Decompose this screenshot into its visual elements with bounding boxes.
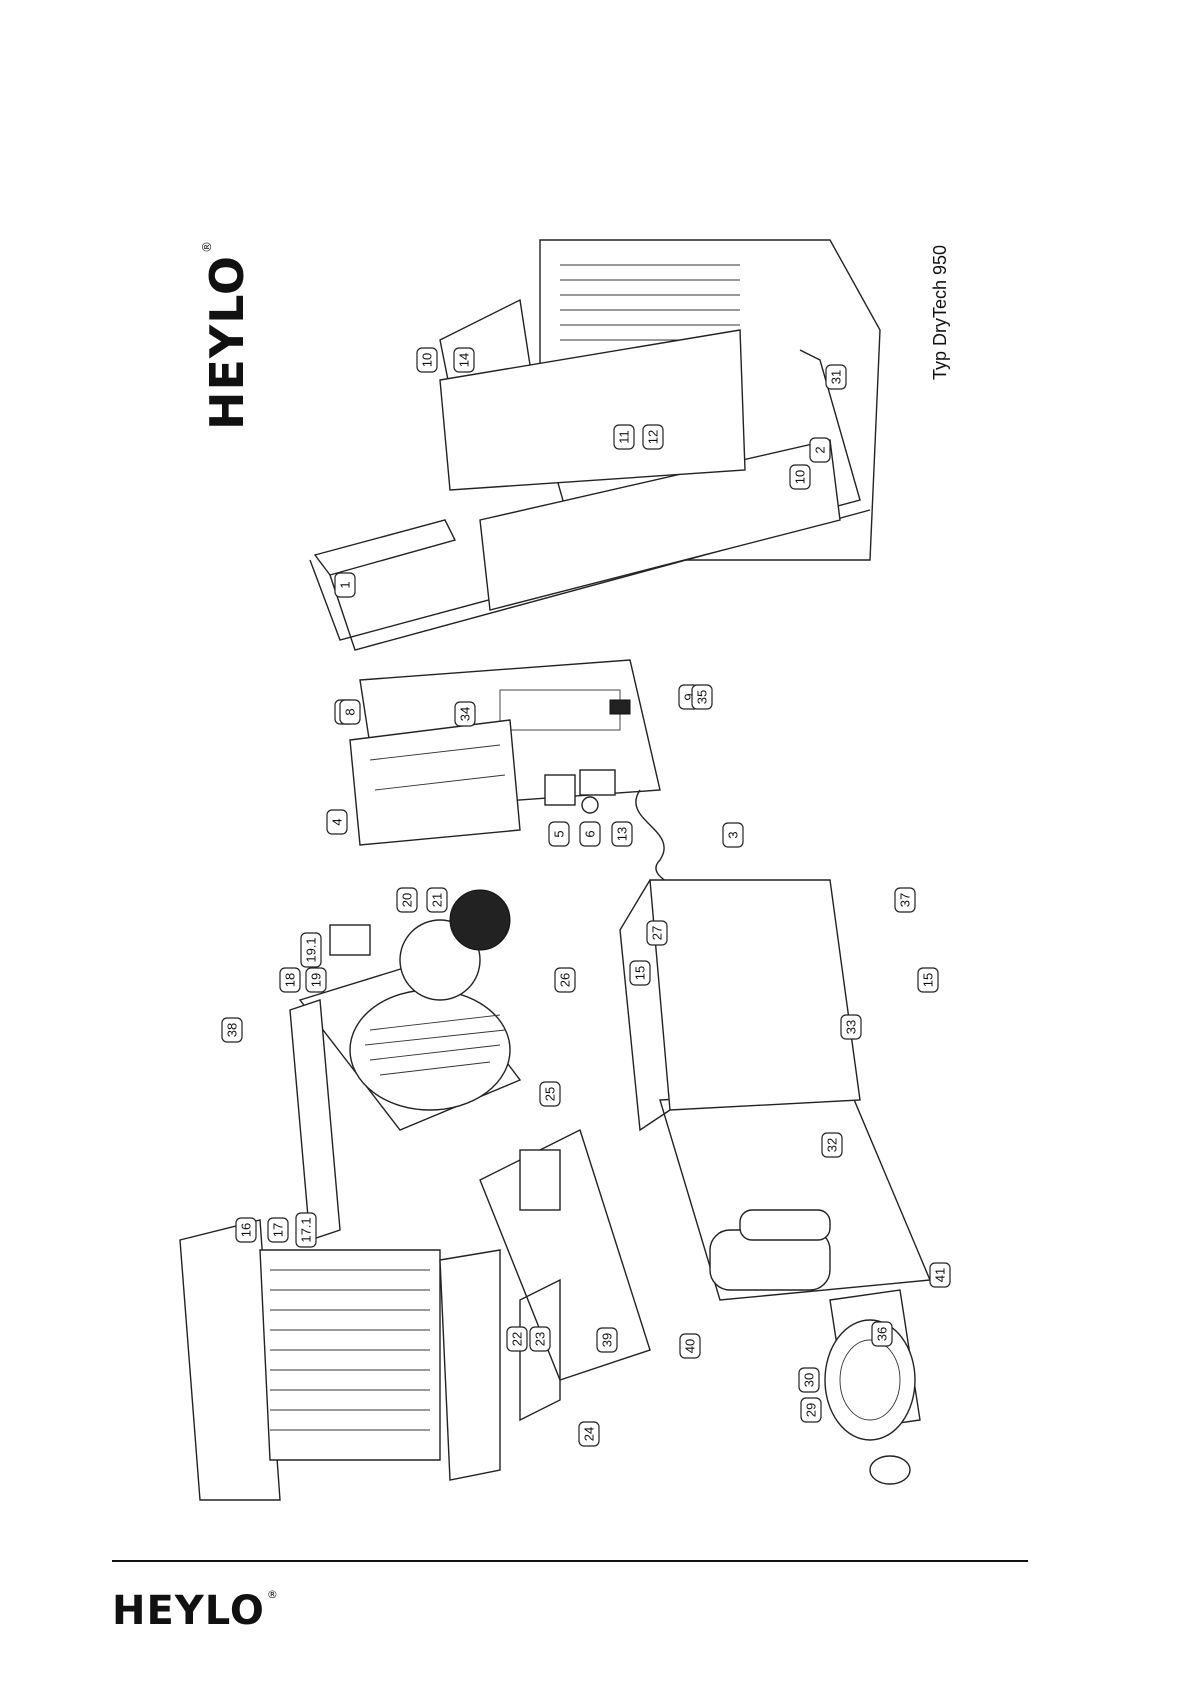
callout-34: 34: [455, 702, 475, 726]
callout-31: 31: [826, 365, 846, 389]
callout-number: 38: [225, 1023, 240, 1037]
water-tank: [620, 880, 860, 1130]
callout-15: 15: [918, 968, 938, 992]
callout-17: 17: [268, 1218, 288, 1242]
callout-number: 22: [510, 1332, 525, 1346]
callout-number: 32: [825, 1138, 840, 1152]
callout-number: 3: [726, 831, 741, 838]
callout-number: 21: [430, 893, 445, 907]
callout-12: 12: [643, 425, 663, 449]
callout-17-1: 17.1: [296, 1213, 316, 1247]
callout-41: 41: [930, 1263, 950, 1287]
callout-19-1: 19.1: [301, 933, 321, 967]
callout-32: 32: [822, 1133, 842, 1157]
callout-33: 33: [841, 1015, 861, 1039]
callout-number: 10: [420, 353, 435, 367]
callout-number: 36: [875, 1327, 890, 1341]
callout-number: 15: [921, 973, 936, 987]
callout-14: 14: [454, 348, 474, 372]
callout-number: 25: [543, 1087, 558, 1101]
callout-8: 8: [340, 700, 360, 724]
callout-21: 21: [427, 888, 447, 912]
callout-number: 35: [695, 690, 710, 704]
callout-number: 26: [558, 973, 573, 987]
callout-19: 19: [306, 968, 326, 992]
callout-26: 26: [555, 968, 575, 992]
callout-number: 17.1: [299, 1217, 314, 1242]
callout-35: 35: [692, 685, 712, 709]
callout-10: 10: [790, 465, 810, 489]
callout-number: 23: [533, 1332, 548, 1346]
callout-13: 13: [612, 822, 632, 846]
control-panel: [350, 660, 691, 910]
callout-40: 40: [680, 1334, 700, 1358]
callout-39: 39: [597, 1328, 617, 1352]
callout-30: 30: [799, 1368, 819, 1392]
callout-number: 30: [802, 1373, 817, 1387]
callout-number: 27: [650, 926, 665, 940]
base-plate-upper: [480, 1130, 650, 1420]
callout-number: 17: [271, 1223, 286, 1237]
callout-number: 18: [283, 973, 298, 987]
callout-20: 20: [397, 888, 417, 912]
callout-number: 33: [844, 1020, 859, 1034]
footer-logo: HEYLO®: [112, 1588, 279, 1634]
callout-29: 29: [801, 1398, 821, 1422]
callout-10: 10: [417, 348, 437, 372]
callout-number: 40: [683, 1339, 698, 1353]
callout-15: 15: [630, 961, 650, 985]
callout-number: 16: [239, 1223, 254, 1237]
callout-2: 2: [810, 438, 830, 462]
wheel: [825, 1320, 915, 1484]
callout-37: 37: [895, 888, 915, 912]
callout-number: 19: [309, 973, 324, 987]
callout-11: 11: [614, 425, 634, 449]
evaporator-coil: [180, 1220, 500, 1500]
callout-36: 36: [872, 1322, 892, 1346]
callout-23: 23: [530, 1327, 550, 1351]
callout-16: 16: [236, 1218, 256, 1242]
callout-number: 29: [804, 1403, 819, 1417]
callout-38: 38: [222, 1018, 242, 1042]
callout-5: 5: [549, 822, 569, 846]
callout-3: 3: [723, 823, 743, 847]
callout-27: 27: [647, 921, 667, 945]
callout-number: 39: [600, 1333, 615, 1347]
callout-number: 37: [898, 893, 913, 907]
callout-22: 22: [507, 1327, 527, 1351]
callout-number: 5: [552, 830, 567, 837]
callout-6: 6: [580, 822, 600, 846]
callout-number: 24: [582, 1427, 597, 1441]
callout-number: 31: [829, 370, 844, 384]
callout-1: 1: [335, 573, 355, 597]
callout-number: 20: [400, 893, 415, 907]
callout-24: 24: [579, 1422, 599, 1446]
callout-number: 12: [646, 430, 661, 444]
callout-number: 11: [617, 430, 632, 444]
callout-18: 18: [280, 968, 300, 992]
callout-number: 4: [330, 818, 345, 825]
callout-number: 13: [615, 827, 630, 841]
callout-number: 6: [583, 830, 598, 837]
callout-number: 15: [633, 966, 648, 980]
callout-number: 10: [793, 470, 808, 484]
callout-4: 4: [327, 810, 347, 834]
footer-logo-registered: ®: [267, 1588, 279, 1601]
callout-number: 8: [343, 708, 358, 715]
callout-number: 41: [933, 1268, 948, 1282]
callout-25: 25: [540, 1082, 560, 1106]
callout-number: 14: [457, 353, 472, 367]
footer-logo-text: HEYLO: [112, 1588, 265, 1634]
callout-number: 2: [813, 446, 828, 453]
callout-number: 1: [338, 581, 353, 588]
callout-number: 19.1: [304, 937, 319, 962]
callout-number: 34: [458, 707, 473, 721]
